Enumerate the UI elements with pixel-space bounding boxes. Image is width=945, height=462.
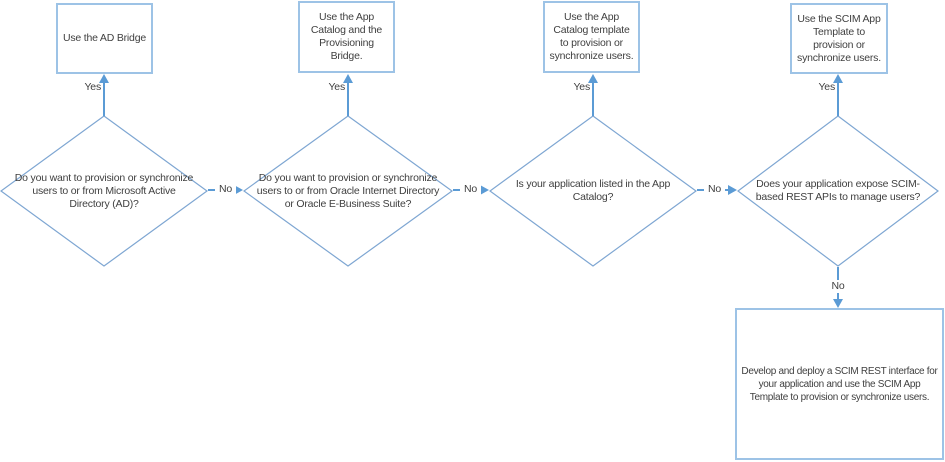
diamond-outline [0, 115, 208, 267]
yes-connector-line [103, 80, 105, 116]
outcome-box-scim-app-template: Use the SCIM App Template to provision o… [790, 3, 888, 74]
decision-diamond-scim-apis: Does your application expose SCIM-based … [737, 115, 939, 267]
decision-diamond-microsoft-ad: Do you want to provision or synchronize … [0, 115, 208, 267]
yes-connector-line [837, 80, 839, 116]
yes-label: Yes [328, 81, 345, 93]
outcome-box-provisioning-bridge: Use the App Catalog and the Provisioning… [298, 1, 395, 73]
no-label: No [215, 183, 236, 196]
decision-diamond-oracle: Do you want to provision or synchronize … [243, 115, 453, 267]
outcome-box-scim-app-template-text: Use the SCIM App Template to provision o… [797, 12, 881, 64]
no-label: No [704, 183, 725, 196]
diamond-outline [489, 115, 697, 267]
diamond-outline [737, 115, 939, 267]
arrow-up-icon [588, 74, 598, 83]
arrow-up-icon [343, 74, 353, 83]
outcome-box-develop-scim-interface: Develop and deploy a SCIM REST interface… [735, 308, 944, 460]
yes-connector-line [592, 80, 594, 116]
decision-diamond-app-catalog: Is your application listed in the App Ca… [489, 115, 697, 267]
no-label: No [460, 183, 481, 196]
arrow-right-icon [728, 185, 737, 195]
outcome-box-develop-scim-interface-text: Develop and deploy a SCIM REST interface… [741, 365, 938, 403]
no-label: No [827, 280, 849, 293]
outcome-box-provisioning-bridge-text: Use the App Catalog and the Provisioning… [310, 11, 383, 62]
arrow-right-icon [234, 185, 243, 195]
yes-label: Yes [573, 81, 590, 93]
yes-label: Yes [818, 81, 835, 93]
arrow-right-icon [480, 185, 489, 195]
arrow-up-icon [833, 74, 843, 83]
outcome-box-app-catalog-template-text: Use the App Catalog template to provisio… [549, 11, 634, 62]
outcome-box-ad-bridge-text: Use the AD Bridge [63, 32, 146, 44]
outcome-box-ad-bridge: Use the AD Bridge [56, 3, 153, 74]
decision-diamond-app-catalog-text: Is your application listed in the App Ca… [515, 178, 671, 203]
yes-connector-line [347, 80, 349, 116]
arrow-up-icon [99, 74, 109, 83]
decision-diamond-microsoft-ad-text: Do you want to provision or synchronize … [14, 171, 194, 210]
arrow-down-icon [833, 299, 843, 308]
outcome-box-app-catalog-template: Use the App Catalog template to provisio… [543, 1, 640, 73]
diamond-outline [243, 115, 453, 267]
decision-diamond-scim-apis-text: Does your application expose SCIM-based … [755, 178, 921, 203]
decision-diamond-oracle-text: Do you want to provision or synchronize … [256, 171, 440, 210]
yes-label: Yes [84, 81, 101, 93]
